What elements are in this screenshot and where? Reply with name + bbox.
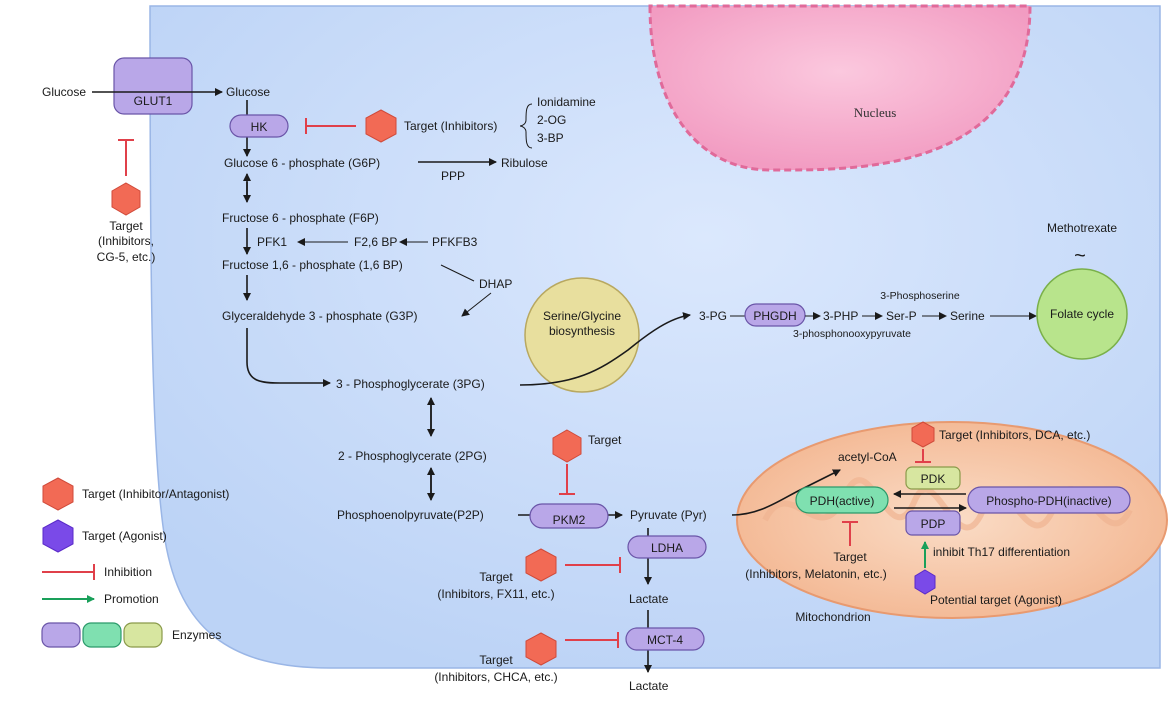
- pep-label: Phosphoenolpyruvate(P2P): [337, 508, 484, 522]
- inhibitor-brace: [519, 103, 533, 149]
- ldha-enzyme: [627, 535, 707, 559]
- dhap-to-g3p-arrow: [461, 292, 492, 317]
- phospho-pdh-enzyme: [967, 486, 1131, 514]
- serine-label: Serine: [950, 309, 985, 323]
- th17-label: inhibit Th17 differentiation: [933, 545, 1070, 559]
- lactate-label: Lactate: [629, 592, 669, 606]
- hk-enzyme: [229, 114, 289, 138]
- potential-target-label: Potential target (Agonist): [930, 593, 1062, 607]
- f26bp-label: F2,6 BP: [354, 235, 397, 249]
- ldha-target-label: Target: [479, 570, 513, 584]
- 3pg-to-serine-arrow: [519, 312, 691, 386]
- ldha-label: LDHA: [651, 541, 683, 555]
- serp-label: Ser-P: [886, 309, 917, 323]
- glut1-target-label: CG-5, etc.): [97, 250, 156, 264]
- hk-target-hexagon: [365, 109, 397, 143]
- mct4-label: MCT-4: [647, 633, 683, 647]
- glut1-target-label: Target: [109, 219, 143, 233]
- legend: Target (Inhibitor/Antagonist) Target (Ag…: [41, 477, 229, 648]
- phosphonooxypyruvate-label: 3-phosphonooxypyruvate: [793, 328, 911, 340]
- glucose-inside: Glucose: [226, 85, 270, 99]
- 2pg-label: 2 - Phosphoglycerate (2PG): [338, 449, 487, 463]
- g3p-to-3pg-arrow: [246, 328, 331, 387]
- hk-target-label: Target (Inhibitors): [404, 119, 497, 133]
- pdp-label: PDP: [921, 517, 946, 531]
- phospho-pdh-label: Phospho-PDH(inactive): [986, 494, 1111, 508]
- phgdh-label: PHGDH: [753, 309, 796, 323]
- lactate-label: Lactate: [629, 679, 669, 693]
- f6p-label: Fructose 6 - phosphate (F6P): [222, 211, 379, 225]
- 3pg-short-label: 3-PG: [699, 309, 727, 323]
- legend-agonist-label: Target (Agonist): [82, 529, 167, 543]
- pdk-enzyme: [905, 466, 961, 490]
- legend-agonist-icon: [42, 519, 74, 553]
- glut1-transporter: [113, 57, 193, 115]
- legend-inhibitor-label: Target (Inhibitor/Antagonist): [82, 487, 229, 501]
- ribulose-label: Ribulose: [501, 156, 548, 170]
- legend-enzymes-label: Enzymes: [172, 628, 221, 642]
- serine-glycine-circle: [524, 277, 640, 393]
- legend-inhibitor-icon: [42, 477, 74, 511]
- pkm2-enzyme: [529, 503, 609, 529]
- legend-enzyme-purple: [41, 622, 81, 648]
- glut1-label: GLUT1: [134, 94, 173, 108]
- phgdh-enzyme: [744, 303, 806, 327]
- 3pg-label: 3 - Phosphoglycerate (3PG): [336, 377, 485, 391]
- mct4-transporter: [625, 627, 705, 651]
- mct4-target-label: (Inhibitors, CHCA, etc.): [434, 670, 557, 684]
- pdh-target-label: Target: [833, 550, 867, 564]
- nucleus-label: Nucleus: [854, 105, 897, 120]
- serine-glycine-label: biosynthesis: [549, 324, 615, 338]
- mct4-target-hexagon: [525, 632, 557, 666]
- pyruvate-label: Pyruvate (Pyr): [630, 508, 707, 522]
- serine-glycine-label: Serine/Glycine: [543, 309, 621, 323]
- pdh-target-label: (Inhibitors, Melatonin, etc.): [745, 567, 886, 581]
- pdh-active-label: PDH(active): [810, 494, 875, 508]
- g6p-label: Glucose 6 - phosphate (G6P): [224, 156, 380, 170]
- g3p-label: Glyceraldehyde 3 - phosphate (G3P): [222, 309, 417, 323]
- pfkfb3-label: PFKFB3: [432, 235, 478, 249]
- pdk-target-label: Target (Inhibitors, DCA, etc.): [939, 428, 1090, 442]
- f16bp-label: Fructose 1,6 - phosphate (1,6 BP): [222, 258, 403, 272]
- pfk1-label: PFK1: [257, 235, 287, 249]
- glut1-target-hexagon: [111, 182, 141, 216]
- f16bp-dhap-line: [440, 264, 475, 282]
- pkm2-target-label: Target: [588, 433, 622, 447]
- folate-cycle-circle: [1036, 268, 1128, 360]
- ldha-target-label: (Inhibitors, FX11, etc.): [437, 587, 554, 601]
- dhap-label: DHAP: [479, 277, 512, 291]
- acetyl-coa-label: acetyl-CoA: [838, 450, 897, 464]
- legend-inhibition-label: Inhibition: [104, 565, 152, 579]
- 3php-label: 3-PHP: [823, 309, 858, 323]
- legend-promotion-label: Promotion: [104, 592, 159, 606]
- pdp-enzyme: [905, 510, 961, 536]
- pkm2-label: PKM2: [553, 513, 586, 527]
- pdk-target-hexagon: [911, 421, 935, 448]
- inhibitor-item: 3-BP: [537, 131, 564, 145]
- mct4-target-label: Target: [479, 653, 513, 667]
- methotrexate-label: Methotrexate: [1047, 221, 1117, 235]
- inhibitor-item: Ionidamine: [537, 95, 596, 109]
- ppp-label: PPP: [441, 169, 465, 183]
- phosphoserine-label: 3-Phosphoserine: [880, 290, 960, 302]
- hk-label: HK: [251, 120, 268, 134]
- nucleus: Nucleus: [648, 4, 1032, 172]
- methotrexate-tilde: ~: [1074, 245, 1086, 267]
- pdk-label: PDK: [921, 472, 946, 486]
- glut1-target-label: (Inhibitors,: [98, 234, 154, 248]
- legend-enzyme-yellow: [123, 622, 163, 648]
- mitochondrion-label: Mitochondrion: [795, 610, 870, 624]
- agonist-target-hexagon: [914, 569, 936, 595]
- glucose-outside: Glucose: [42, 85, 86, 99]
- ldha-target-hexagon: [525, 548, 557, 582]
- pdh-active-enzyme: [795, 486, 889, 514]
- inhibitor-item: 2-OG: [537, 113, 566, 127]
- legend-enzyme-green: [82, 622, 122, 648]
- folate-cycle-label: Folate cycle: [1050, 307, 1114, 321]
- pkm2-target-hexagon: [552, 429, 582, 463]
